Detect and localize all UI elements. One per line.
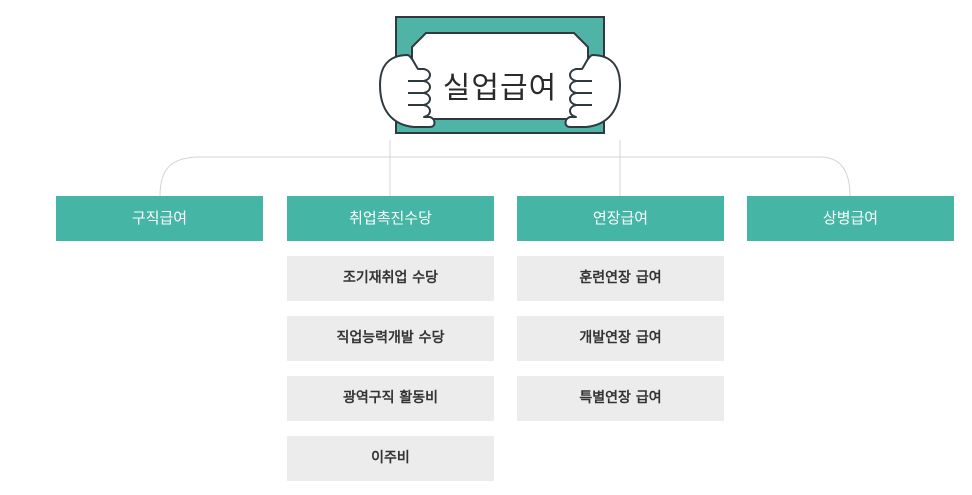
sign-graphic [379, 16, 621, 134]
item-special-extended-benefit[interactable]: 특별연장 급여 [517, 376, 724, 421]
connector-horizontal [159, 156, 851, 197]
category-employment-promotion-allowance[interactable]: 취업촉진수당 [287, 196, 494, 241]
item-early-reemployment-allowance[interactable]: 조기재취업 수당 [287, 256, 494, 301]
category-job-seeking-benefit[interactable]: 구직급여 [56, 196, 263, 241]
category-sickness-benefit[interactable]: 상병급여 [747, 196, 954, 241]
item-vocational-development-allowance[interactable]: 직업능력개발 수당 [287, 316, 494, 361]
item-training-extended-benefit[interactable]: 훈련연장 급여 [517, 256, 724, 301]
category-extended-benefit[interactable]: 연장급여 [517, 196, 724, 241]
item-relocation-expense[interactable]: 이주비 [287, 436, 494, 481]
item-development-extended-benefit[interactable]: 개발연장 급여 [517, 316, 724, 361]
sign-illustration: 실업급여 [378, 15, 622, 140]
item-wide-area-job-search-expense[interactable]: 광역구직 활동비 [287, 376, 494, 421]
